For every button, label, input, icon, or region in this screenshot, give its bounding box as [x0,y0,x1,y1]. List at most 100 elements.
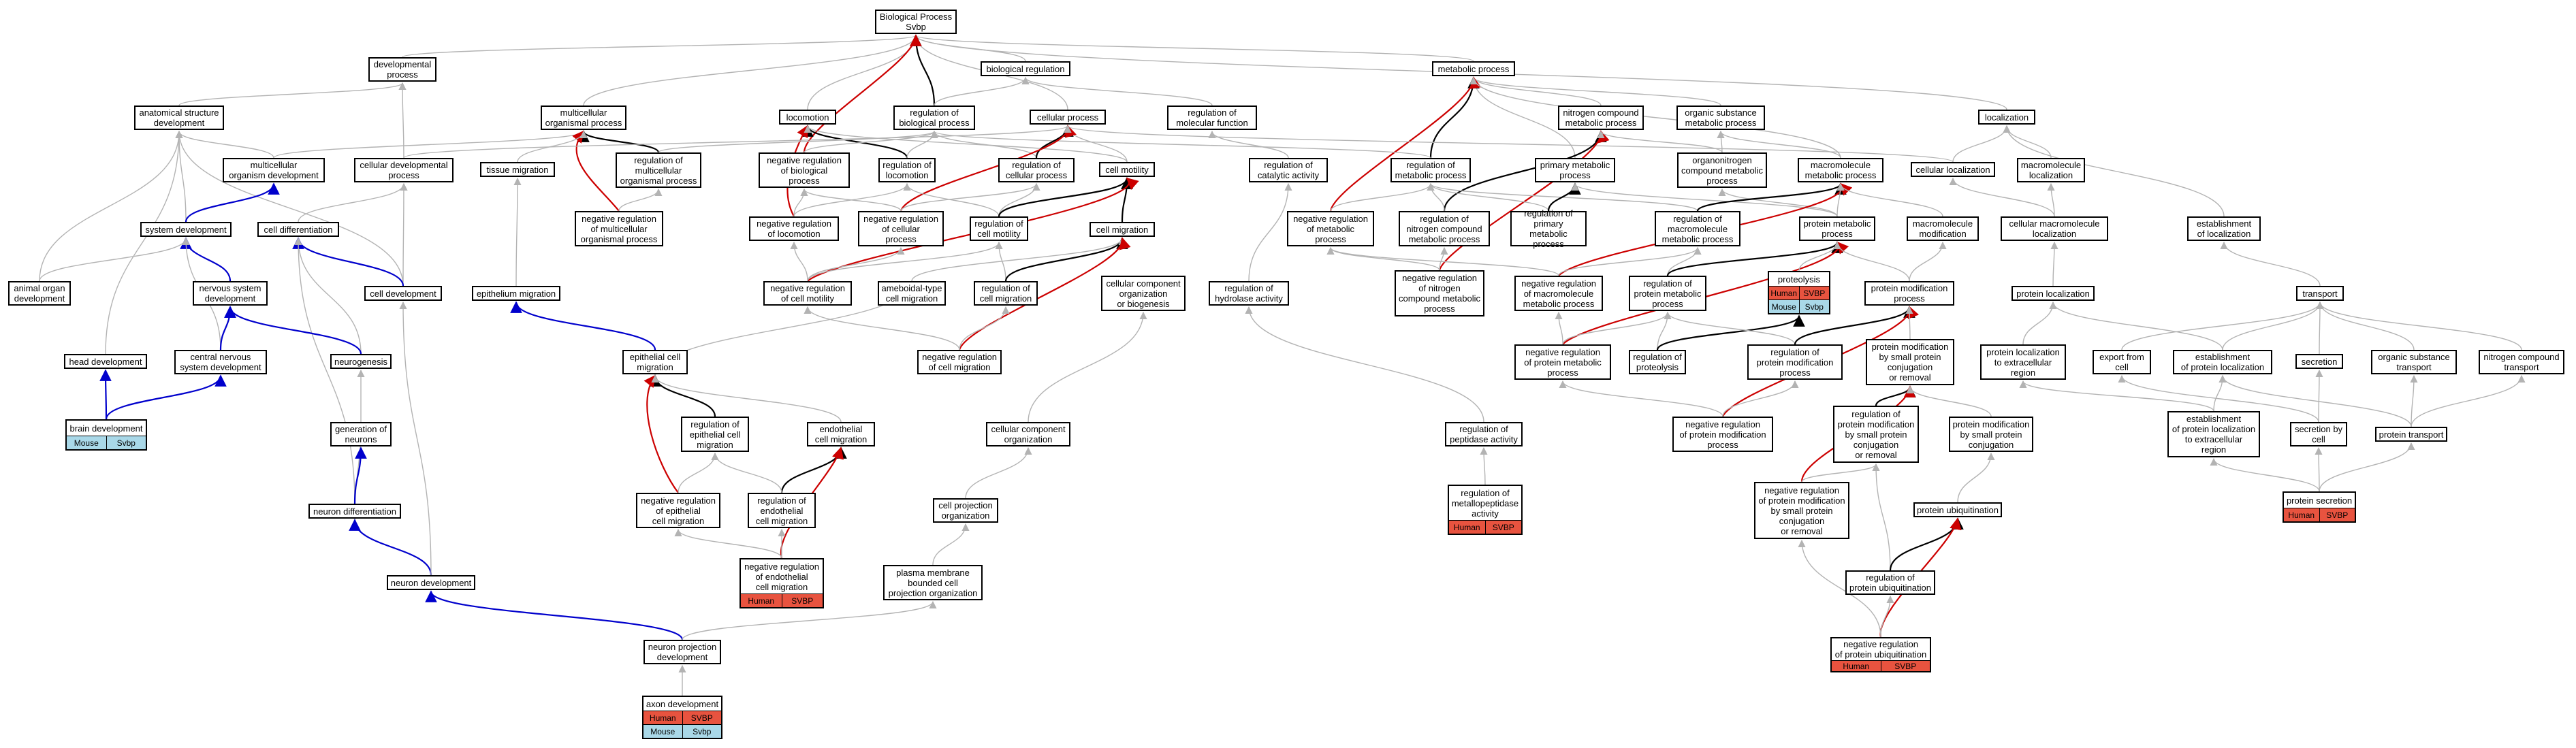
reg-cell-mig-node[interactable]: regulation of cell migration [974,281,1038,306]
nitro-transport-node[interactable]: nitrogen compound transport [2479,350,2564,374]
neg-reg-nitro-node[interactable]: negative regulation of nitrogen compound… [1395,270,1484,316]
cell-diff-node[interactable]: cell differentiation [257,222,339,237]
epi-cell-mig-node[interactable]: epithelial cell migration [622,350,688,374]
reg-pm-small-node[interactable]: regulation of protein modification by sm… [1833,406,1919,463]
animal-org-node[interactable]: animal organ development [8,281,71,306]
reg-nitro-node[interactable]: regulation of nitrogen compound metaboli… [1399,211,1490,246]
cc-org-node[interactable]: cellular component organization [986,422,1070,446]
reg-cat-node[interactable]: regulation of catalytic activity [1249,158,1328,182]
est-loc-node[interactable]: establishment of localization [2187,216,2261,241]
reg-metallo-node[interactable]: regulation of metallopeptidase activity … [1448,485,1523,535]
bioreg-node[interactable]: biological regulation [981,61,1070,76]
cellular-proc-node[interactable]: cellular process [1030,110,1106,125]
cell-motility-node[interactable]: cell motility [1099,162,1155,177]
head-dev-node[interactable]: head development [64,354,147,369]
neg-reg-cell-mot-node[interactable]: negative regulation of cell motility [763,281,852,306]
ccob-node[interactable]: cellular component organization or bioge… [1101,276,1186,311]
tissue-mig-node[interactable]: tissue migration [480,162,555,177]
reg-proteolysis-node[interactable]: regulation of proteolysis [1629,350,1686,374]
reg-bio-node[interactable]: regulation of biological process [893,105,975,130]
neg-reg-prot-met-node[interactable]: negative regulation of protein metabolic… [1514,344,1611,380]
org-sub-met-node[interactable]: organic substance metabolic process [1676,105,1765,130]
neuron-dev-node[interactable]: neuron development [387,575,475,590]
reg-cell-mot-node[interactable]: regulation of cell motility [970,216,1028,241]
pm-small-conj-node[interactable]: protein modification by small protein co… [1866,339,1954,385]
est-prot-extra-node[interactable]: establishment of protein localization to… [2167,411,2260,457]
neg-reg-multi-node[interactable]: negative regulation of multicellular org… [575,211,663,246]
neg-reg-loco-node[interactable]: negative regulation of locomotion [749,216,839,241]
proteolysis-node[interactable]: proteolysis Human SVBP Mouse Svbp [1768,271,1830,314]
metproc-node[interactable]: metabolic process [1432,61,1515,76]
prot-mod-node[interactable]: protein modification process [1864,281,1954,306]
reg-loco-node[interactable]: regulation of locomotion [878,158,936,182]
localization-node[interactable]: localization [1978,110,2035,125]
prot-loc-node[interactable]: protein localization [2011,286,2095,301]
cell-dev-node[interactable]: cell development [364,286,442,301]
nervous-dev-node[interactable]: nervous system development [193,281,268,306]
reg-multi-node[interactable]: regulation of multicellular organismal p… [616,152,701,188]
reg-macro-node[interactable]: regulation of macromolecule metabolic pr… [1655,211,1740,246]
reg-prot-ubiq-node[interactable]: regulation of protein ubiquitination [1845,570,1935,595]
epi-mig-node[interactable]: epithelium migration [472,286,560,301]
axon-dev-node[interactable]: axon development Human SVBP Mouse Svbp [642,696,722,739]
system-dev-node[interactable]: system development [140,222,232,237]
endo-mig-node[interactable]: endothelial cell migration [807,422,875,446]
reg-prot-mod-node[interactable]: regulation of protein modification proce… [1747,344,1843,380]
locomotion-node[interactable]: locomotion [779,110,836,125]
ass-dev-node[interactable]: anatomical structure development [134,105,224,130]
multi-proc-node[interactable]: multicellular organismal process [541,105,626,130]
neg-reg-cell-mig-node[interactable]: negative regulation of cell migration [917,350,1002,374]
prot-loc-extra-node[interactable]: protein localization to extracellular re… [1980,344,2066,380]
macro-loc-node[interactable]: macromolecule localization [2017,158,2085,182]
cell-mig-node[interactable]: cell migration [1090,222,1155,237]
reg-molfn-node[interactable]: regulation of molecular function [1167,105,1257,130]
reg-met-node[interactable]: regulation of metabolic process [1390,158,1471,182]
est-prot-loc-node[interactable]: establishment of protein localization [2173,350,2272,374]
neg-reg-endo-mig-node[interactable]: negative regulation of endothelial cell … [740,558,824,608]
orgnitro-met-node[interactable]: organonitrogen compound metabolic proces… [1677,152,1767,188]
secretion-cell-node[interactable]: secretion by cell [2290,422,2347,446]
neg-reg-macro-node[interactable]: negative regulation of macromolecule met… [1514,276,1603,311]
macro-met-node[interactable]: macromolecule metabolic process [1798,158,1883,182]
neg-reg-epi-mig-node[interactable]: negative regulation of epithelial cell m… [636,493,720,528]
prim-met-node[interactable]: primary metabolic process [1535,158,1615,182]
prot-met-node[interactable]: protein metabolic process [1799,216,1875,241]
reg-prot-met-node[interactable]: regulation of protein metabolic process [1629,276,1706,311]
prot-secretion-node[interactable]: protein secretion Human SVBP [2283,491,2356,523]
export-cell-node[interactable]: export from cell [2093,350,2151,374]
neurogenesis-node[interactable]: neurogenesis [330,354,392,369]
neg-reg-pm-small-node[interactable]: negative regulation of protein modificat… [1754,482,1849,539]
neg-reg-prot-ubiq-node[interactable]: negative regulation of protein ubiquitin… [1830,637,1931,672]
neuron-proj-dev-node[interactable]: neuron projection development [643,640,721,664]
org-sub-transport-node[interactable]: organic substance transport [2371,350,2457,374]
cell-macro-loc-node[interactable]: cellular macromolecule localization [2001,216,2108,241]
reg-prim-node[interactable]: regulation of primary metabolic process [1510,208,1587,249]
amoeboid-node[interactable]: ameboidal-type cell migration [878,281,946,306]
transport-node[interactable]: transport [2296,286,2344,301]
nitro-met-node[interactable]: nitrogen compound metabolic process [1558,105,1644,130]
neg-reg-met-node[interactable]: negative regulation of metabolic process [1287,211,1374,246]
cell-proj-org-node[interactable]: cell projection organization [933,498,998,523]
neg-reg-cell-proc-node[interactable]: negative regulation of cellular process [858,211,944,246]
pm-bounded-node[interactable]: plasma membrane bounded cell projection … [883,565,983,600]
reg-hydro-node[interactable]: regulation of hydrolase activity [1209,281,1289,306]
reg-pep-node[interactable]: regulation of peptidase activity [1445,422,1523,446]
devproc-node[interactable]: developmental process [368,57,436,82]
reg-epi-mig-node[interactable]: regulation of epithelial cell migration [681,417,749,452]
secretion-node[interactable]: secretion [2295,354,2343,369]
multi-org-dev-node[interactable]: multicellular organism development [223,158,325,182]
cns-dev-node[interactable]: central nervous system development [174,350,267,374]
macro-mod-node[interactable]: macromolecule modification [1907,216,1979,241]
reg-cell-proc-node[interactable]: regulation of cellular process [998,158,1075,182]
pm-small-conj2-node[interactable]: protein modification by small protein co… [1949,417,2033,452]
prot-transport-node[interactable]: protein transport [2375,427,2447,442]
neg-reg-prot-mod-node[interactable]: negative regulation of protein modificat… [1672,417,1773,452]
prot-ubiq-node[interactable]: protein ubiquitination [1913,502,2002,517]
brain-dev-node[interactable]: brain development Mouse Svbp [65,419,147,451]
cell-loc-node[interactable]: cellular localization [1911,162,1995,177]
gen-neurons-node[interactable]: generation of neurons [330,422,392,446]
reg-endo-mig-node[interactable]: regulation of endothelial cell migration [748,493,816,528]
neg-reg-bio-node[interactable]: negative regulation of biological proces… [759,152,850,188]
neuron-diff-node[interactable]: neuron differentiation [308,504,401,519]
bp-node[interactable]: Biological Process Svbp [875,10,957,34]
